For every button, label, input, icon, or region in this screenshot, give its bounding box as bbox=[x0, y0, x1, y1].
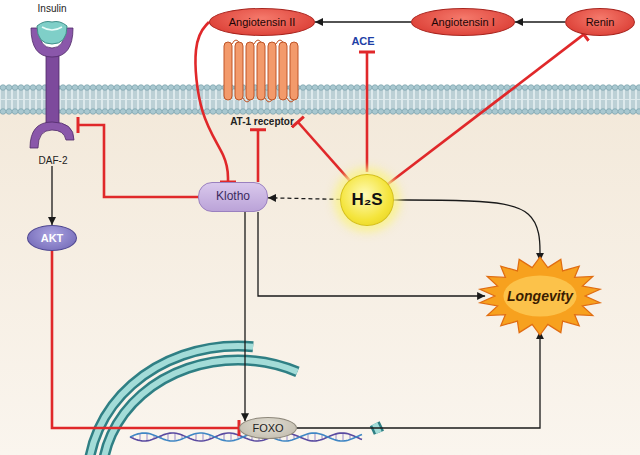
cytoplasm bbox=[0, 100, 640, 455]
node-text: Longevity bbox=[507, 288, 573, 304]
dna-rung bbox=[196, 434, 197, 441]
node-text: Insulin bbox=[38, 3, 67, 15]
inhibition-connector bbox=[52, 251, 239, 428]
activation-arrow bbox=[297, 331, 540, 428]
enzyme-label: ACE bbox=[349, 35, 376, 47]
inhibition-line bbox=[366, 52, 369, 172]
starburst-outline bbox=[480, 257, 600, 335]
node-text: FOXO bbox=[252, 422, 283, 435]
dna-rung bbox=[224, 434, 225, 441]
membrane-inner-leaflet bbox=[0, 99, 640, 115]
activation-arrow bbox=[315, 21, 411, 22]
node-text: Klotho bbox=[216, 190, 250, 204]
dna-rung bbox=[140, 433, 141, 440]
nucleus-envelope bbox=[88, 346, 388, 455]
dna-rung bbox=[343, 433, 344, 441]
inhibition-connector bbox=[78, 125, 198, 197]
ligand-label: Insulin bbox=[34, 1, 71, 17]
inhibition-connector bbox=[195, 22, 228, 182]
node-text: Angiotensin I bbox=[431, 16, 495, 29]
kinase-ellipse: AKT bbox=[27, 225, 77, 251]
activation-arrow bbox=[515, 21, 565, 22]
dna-rung bbox=[308, 434, 309, 440]
insulin-ligand bbox=[37, 22, 67, 45]
receptor-box: DAF-2 bbox=[28, 30, 78, 166]
starburst-glow bbox=[503, 275, 576, 316]
enzyme-ellipse: Renin bbox=[565, 8, 635, 36]
transcription-factor: FOXO bbox=[239, 417, 297, 439]
dna-rung bbox=[203, 433, 204, 441]
molecule-circle: H₂S bbox=[340, 174, 393, 226]
at1-receptor-helices bbox=[224, 40, 298, 102]
dna-rung bbox=[175, 433, 176, 441]
dna-rung bbox=[231, 433, 232, 441]
node-text: Angiotensin II bbox=[229, 16, 296, 29]
activation-arrow bbox=[244, 212, 245, 421]
inhibition-connector bbox=[257, 130, 260, 182]
activation-arrow bbox=[394, 200, 540, 261]
node-text: Renin bbox=[586, 16, 615, 29]
dna-rung bbox=[315, 433, 316, 441]
extracellular-space bbox=[0, 0, 640, 100]
membrane-outer-leaflet bbox=[0, 84, 640, 100]
peptide-ellipse: Angiotensin II bbox=[209, 8, 315, 36]
inhibition-connector bbox=[298, 122, 350, 180]
node-text: H₂S bbox=[351, 190, 382, 210]
receptor-label: AT-1 receptor bbox=[226, 114, 298, 130]
outcome-starburst: Longevity bbox=[479, 257, 601, 335]
activation-arrow bbox=[268, 198, 340, 200]
node-text: AT-1 receptor bbox=[230, 116, 294, 128]
activation-arrow bbox=[51, 166, 52, 225]
protein-box: Klotho bbox=[198, 182, 268, 212]
dna-rung bbox=[168, 433, 169, 440]
node-text: DAF-2 bbox=[39, 155, 68, 167]
peptide-ellipse: Angiotensin I bbox=[411, 8, 515, 36]
inhibition-connector bbox=[388, 34, 584, 184]
dna-rung bbox=[147, 433, 148, 441]
node-text: AKT bbox=[41, 232, 64, 245]
daf2-receptor bbox=[30, 28, 74, 148]
